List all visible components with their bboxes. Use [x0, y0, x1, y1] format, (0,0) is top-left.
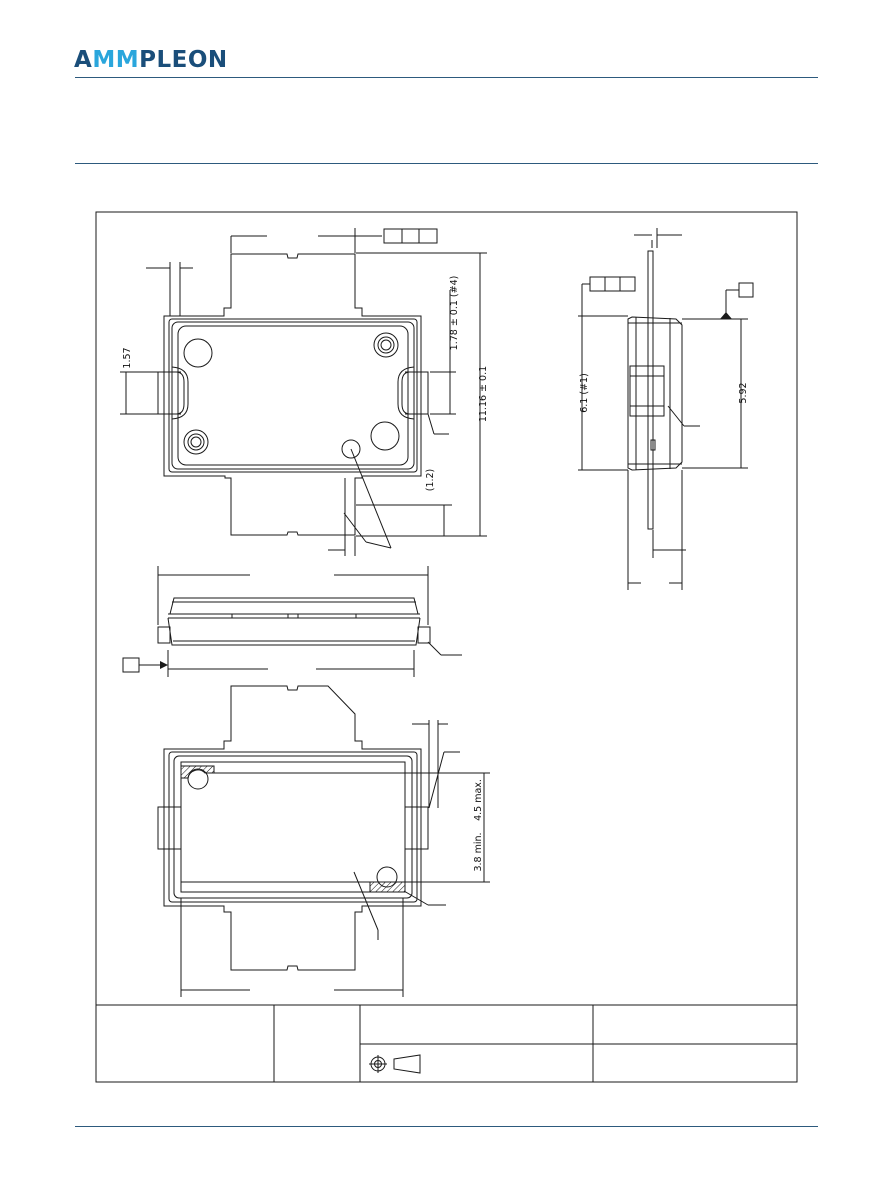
ampleon-logo: AMMPLEON: [74, 46, 228, 74]
footer-rule: [75, 1126, 818, 1127]
bottom-view: [157, 685, 490, 997]
dim-1-57: 1.57: [122, 347, 133, 368]
dim-1-78: 1.78 ± 0.1 (#4): [449, 276, 460, 351]
header-rule-bottom: [75, 163, 818, 164]
header-rule-top: [75, 77, 818, 78]
drawing-frame: [95, 211, 798, 1083]
datum-markers: [160, 312, 732, 669]
side-view: [578, 228, 754, 590]
dim-11-16: 11.16 ± 0.1: [478, 366, 489, 422]
title-block: [96, 1004, 797, 1082]
dim-1-2: (1.2): [425, 469, 436, 492]
dim-3-8-min: 3.8 min.: [473, 832, 484, 871]
logo-text: AMMPLEON: [74, 47, 228, 73]
hatched-pads: [180, 765, 406, 893]
dim-4-5-max: 4.5 max.: [473, 779, 484, 821]
dim-5-92: 5.92: [738, 382, 749, 403]
projection-symbol-icon: [369, 1054, 421, 1074]
front-view: [122, 566, 462, 677]
dim-6-1: 6.1 (#1): [579, 373, 590, 413]
top-view: [120, 228, 487, 556]
